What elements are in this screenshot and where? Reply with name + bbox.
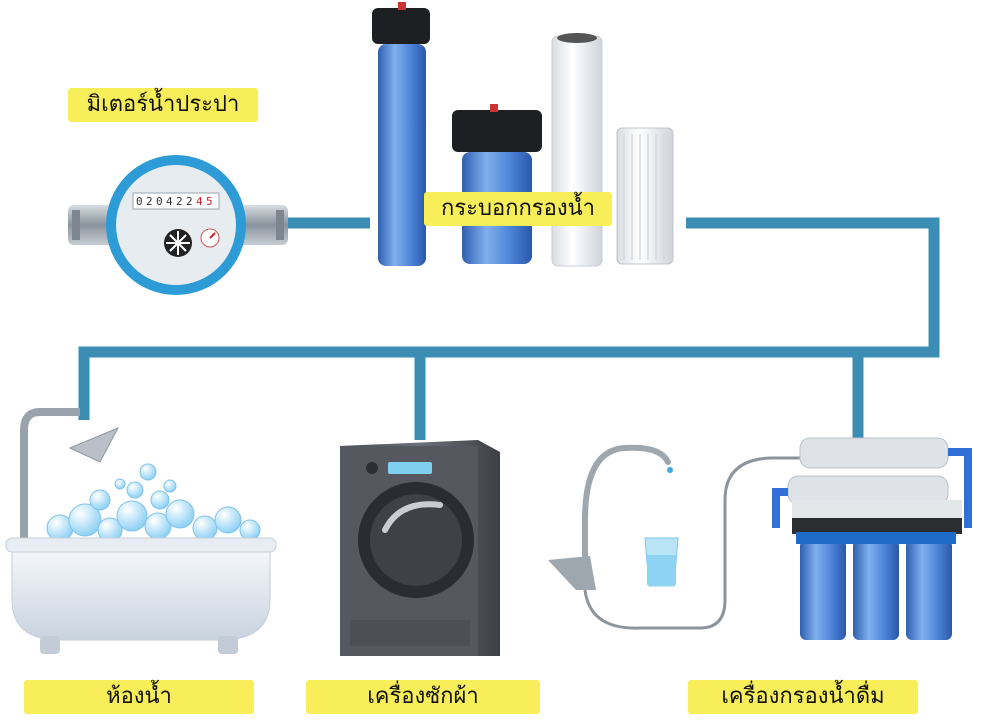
svg-text:0: 0 [136,195,143,208]
svg-text:4: 4 [166,195,173,208]
bathtub-icon [5,408,277,654]
ro-purifier-icon [772,437,972,640]
svg-text:0: 0 [156,195,163,208]
filter-housing-label: กระบอกกรองน้ำ [424,192,612,226]
svg-text:2: 2 [176,195,183,208]
svg-text:4: 4 [196,195,203,208]
drinking-faucet-icon [548,444,800,630]
filter-housing-icon [372,2,674,267]
washing-machine-icon [340,440,500,656]
svg-text:5: 5 [206,195,213,208]
pipe-network [78,217,940,440]
bathroom-label: ห้องน้ำ [24,680,254,714]
water-purifier-label: เครื่องกรองน้ำดื่ม [688,680,918,714]
svg-text:2: 2 [146,195,153,208]
washing-machine-label: เครื่องซักผ้า [306,680,540,714]
svg-text:2: 2 [186,195,193,208]
meter-label: มิเตอร์น้ำประปา [68,88,258,122]
